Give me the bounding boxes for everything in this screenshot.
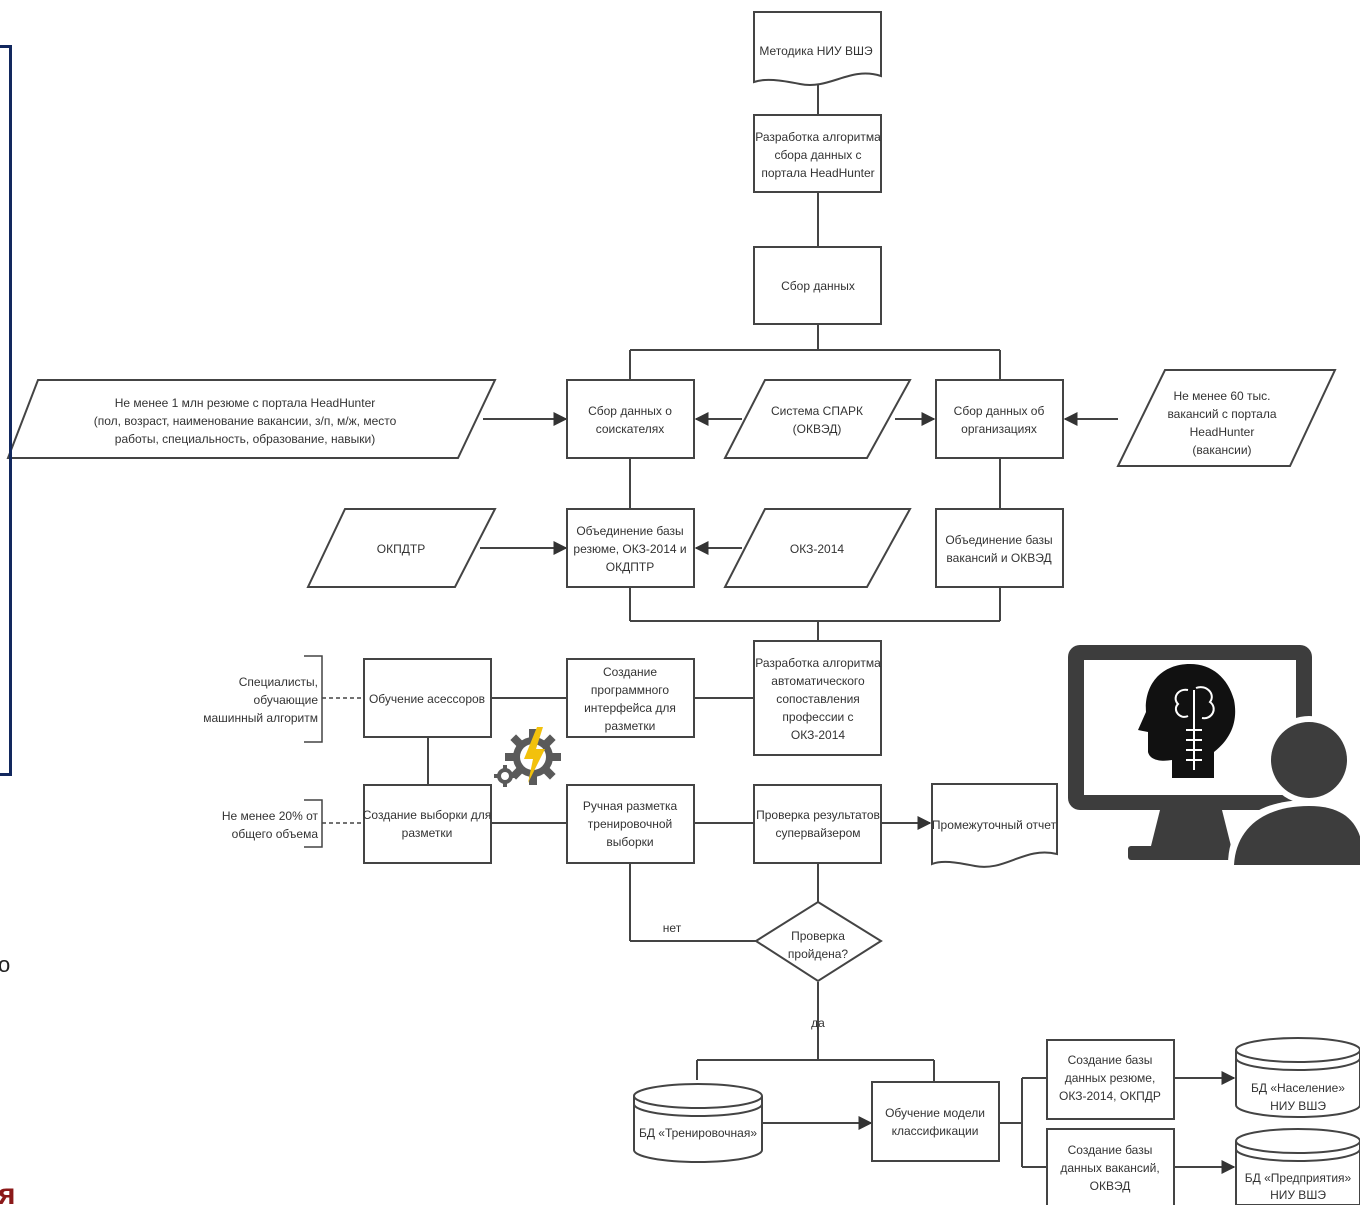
gear-bolt-icon bbox=[505, 727, 561, 785]
bracket-annotations bbox=[304, 655, 323, 848]
left-frame-border bbox=[0, 45, 12, 776]
db-trenirovochnaya bbox=[633, 1083, 763, 1163]
labels: Методика НИУ ВШЭ Разработка алгоритма сб… bbox=[94, 44, 1352, 1202]
node-proverka-supervaizer-l1: Проверка результатов bbox=[756, 808, 880, 822]
node-sozdanie-bazy-vakansii-l3: ОКВЭД bbox=[1090, 1179, 1131, 1193]
node-sbor-soiskateli-l2: соискателях bbox=[596, 422, 665, 436]
node-sozdanie-interfeisa-l3: интерфейса для bbox=[584, 701, 676, 715]
dashed-connectors bbox=[322, 697, 364, 824]
db-predpriyatiya bbox=[1235, 1128, 1360, 1206]
node-obuchenie-modeli-l2: классификации bbox=[892, 1124, 979, 1138]
node-sozdanie-interfeisa-l1: Создание bbox=[603, 665, 657, 679]
node-vakansii-input-l2: вакансий с портала bbox=[1167, 407, 1276, 421]
edge-label-net: нет bbox=[663, 921, 682, 935]
node-rezume-input-l2: (пол, возраст, наименование вакансии, з/… bbox=[94, 414, 397, 428]
shapes bbox=[6, 11, 1360, 1209]
node-sozdanie-bazy-vakansii-l1: Создание базы bbox=[1068, 1143, 1153, 1157]
node-vakansii-input-l3: HeadHunter bbox=[1190, 425, 1255, 439]
db-naselenie bbox=[1235, 1037, 1360, 1118]
node-obuchenie-modeli-l1: Обучение модели bbox=[885, 1106, 985, 1120]
node-obyedinenie-rezume-l2: резюме, ОКЗ-2014 и bbox=[573, 542, 686, 556]
node-ruchnaya-razmetka-l1: Ручная разметка bbox=[583, 799, 678, 813]
small-gear-icon bbox=[494, 765, 516, 787]
node-razrabotka-sbora-l1: Разработка алгоритма bbox=[755, 130, 881, 144]
node-obyedinenie-rezume-l3: ОКДПТР bbox=[606, 560, 654, 574]
node-proverka-proidena-l2: пройдена? bbox=[788, 947, 849, 961]
node-razrabotka-sbora-l3: портала HeadHunter bbox=[761, 166, 874, 180]
connectors bbox=[427, 82, 1236, 1174]
monitor-person-icon bbox=[1068, 645, 1360, 865]
node-ruchnaya-razmetka-l3: выборки bbox=[606, 835, 653, 849]
node-obyedinenie-vakansii-l1: Объединение базы bbox=[945, 533, 1052, 547]
note-specialisty-l1: Специалисты, bbox=[239, 675, 318, 689]
node-razrabotka-sopostavleniya-l3: сопоставления bbox=[776, 692, 860, 706]
note-specialisty-l3: машинный алгоритм bbox=[203, 711, 318, 725]
note-ne-menee-20-l1: Не менее 20% от bbox=[222, 809, 319, 823]
node-sozdanie-bazy-vakansii-l2: данных вакансий, bbox=[1060, 1161, 1159, 1175]
node-proverka-supervaizer-l2: супервайзером bbox=[775, 826, 860, 840]
node-sozdanie-vyborki-l2: разметки bbox=[402, 826, 453, 840]
node-ruchnaya-razmetka-l2: тренировочной bbox=[588, 817, 672, 831]
node-sozdanie-bazy-rezume-l3: ОКЗ-2014, ОКПДР bbox=[1059, 1089, 1161, 1103]
node-rezume-input-l1: Не менее 1 млн резюме с портала HeadHunt… bbox=[115, 396, 376, 410]
node-sbor-dannyh: Сбор данных bbox=[781, 279, 855, 293]
node-razrabotka-sopostavleniya-l2: автоматического bbox=[771, 674, 865, 688]
node-proverka-proidena-l1: Проверка bbox=[791, 929, 845, 943]
left-edge-fragment: о bbox=[0, 952, 11, 977]
note-ne-menee-20-l2: общего объема bbox=[232, 827, 319, 841]
node-spark-l1: Система СПАРК bbox=[771, 404, 863, 418]
node-sbor-organizacii-l1: Сбор данных об bbox=[954, 404, 1045, 418]
bottom-edge-fragment: я bbox=[0, 1178, 16, 1211]
node-sbor-organizacii-l2: организациях bbox=[961, 422, 1037, 436]
node-vakansii-input-l1: Не менее 60 тыс. bbox=[1173, 389, 1270, 403]
edge-label-da: да bbox=[811, 1016, 825, 1030]
node-bd-trenirovochnaya: БД «Тренировочная» bbox=[639, 1126, 757, 1140]
node-sozdanie-bazy-rezume-l2: данных резюме, bbox=[1065, 1071, 1156, 1085]
node-razrabotka-sopostavleniya-l5: ОКЗ-2014 bbox=[791, 728, 845, 742]
node-bd-predpriyatiya-l1: БД «Предприятия» bbox=[1245, 1171, 1352, 1185]
node-sozdanie-bazy-rezume-l1: Создание базы bbox=[1068, 1053, 1153, 1067]
node-sozdanie-interfeisa-l2: программного bbox=[591, 683, 669, 697]
node-rezume-input-l3: работы, специальность, образование, навы… bbox=[115, 432, 375, 446]
node-okz2014: ОКЗ-2014 bbox=[790, 542, 844, 556]
node-obuchenie-asessorov: Обучение асессоров bbox=[369, 692, 485, 706]
person-icon bbox=[1228, 716, 1360, 865]
node-razrabotka-sopostavleniya-l1: Разработка алгоритма bbox=[755, 656, 881, 670]
node-razrabotka-sbora-l2: сбора данных с bbox=[774, 148, 861, 162]
note-specialisty-l2: обучающие bbox=[254, 693, 319, 707]
node-bd-naselenie-l2: НИУ ВШЭ bbox=[1270, 1099, 1326, 1113]
node-bd-predpriyatiya-l2: НИУ ВШЭ bbox=[1270, 1188, 1326, 1202]
node-promezhutochny-otchet: Промежуточный отчет bbox=[932, 818, 1057, 832]
node-obyedinenie-rezume-l1: Объединение базы bbox=[576, 524, 683, 538]
node-sozdanie-vyborki-l1: Создание выборки для bbox=[363, 808, 491, 822]
node-metodika: Методика НИУ ВШЭ bbox=[759, 44, 873, 58]
node-okpdtr: ОКПДТР bbox=[377, 542, 425, 556]
node-vakansii-input-l4: (вакансии) bbox=[1192, 443, 1251, 457]
node-sozdanie-interfeisa-l4: разметки bbox=[605, 719, 656, 733]
node-spark-l2: (ОКВЭД) bbox=[793, 422, 842, 436]
node-bd-naselenie-l1: БД «Население» bbox=[1251, 1081, 1345, 1095]
brain-head-icon bbox=[1138, 664, 1236, 778]
node-sbor-soiskateli-l1: Сбор данных о bbox=[588, 404, 672, 418]
node-obyedinenie-vakansii-l2: вакансий и ОКВЭД bbox=[946, 551, 1051, 565]
node-razrabotka-sopostavleniya-l4: профессии с bbox=[782, 710, 853, 724]
